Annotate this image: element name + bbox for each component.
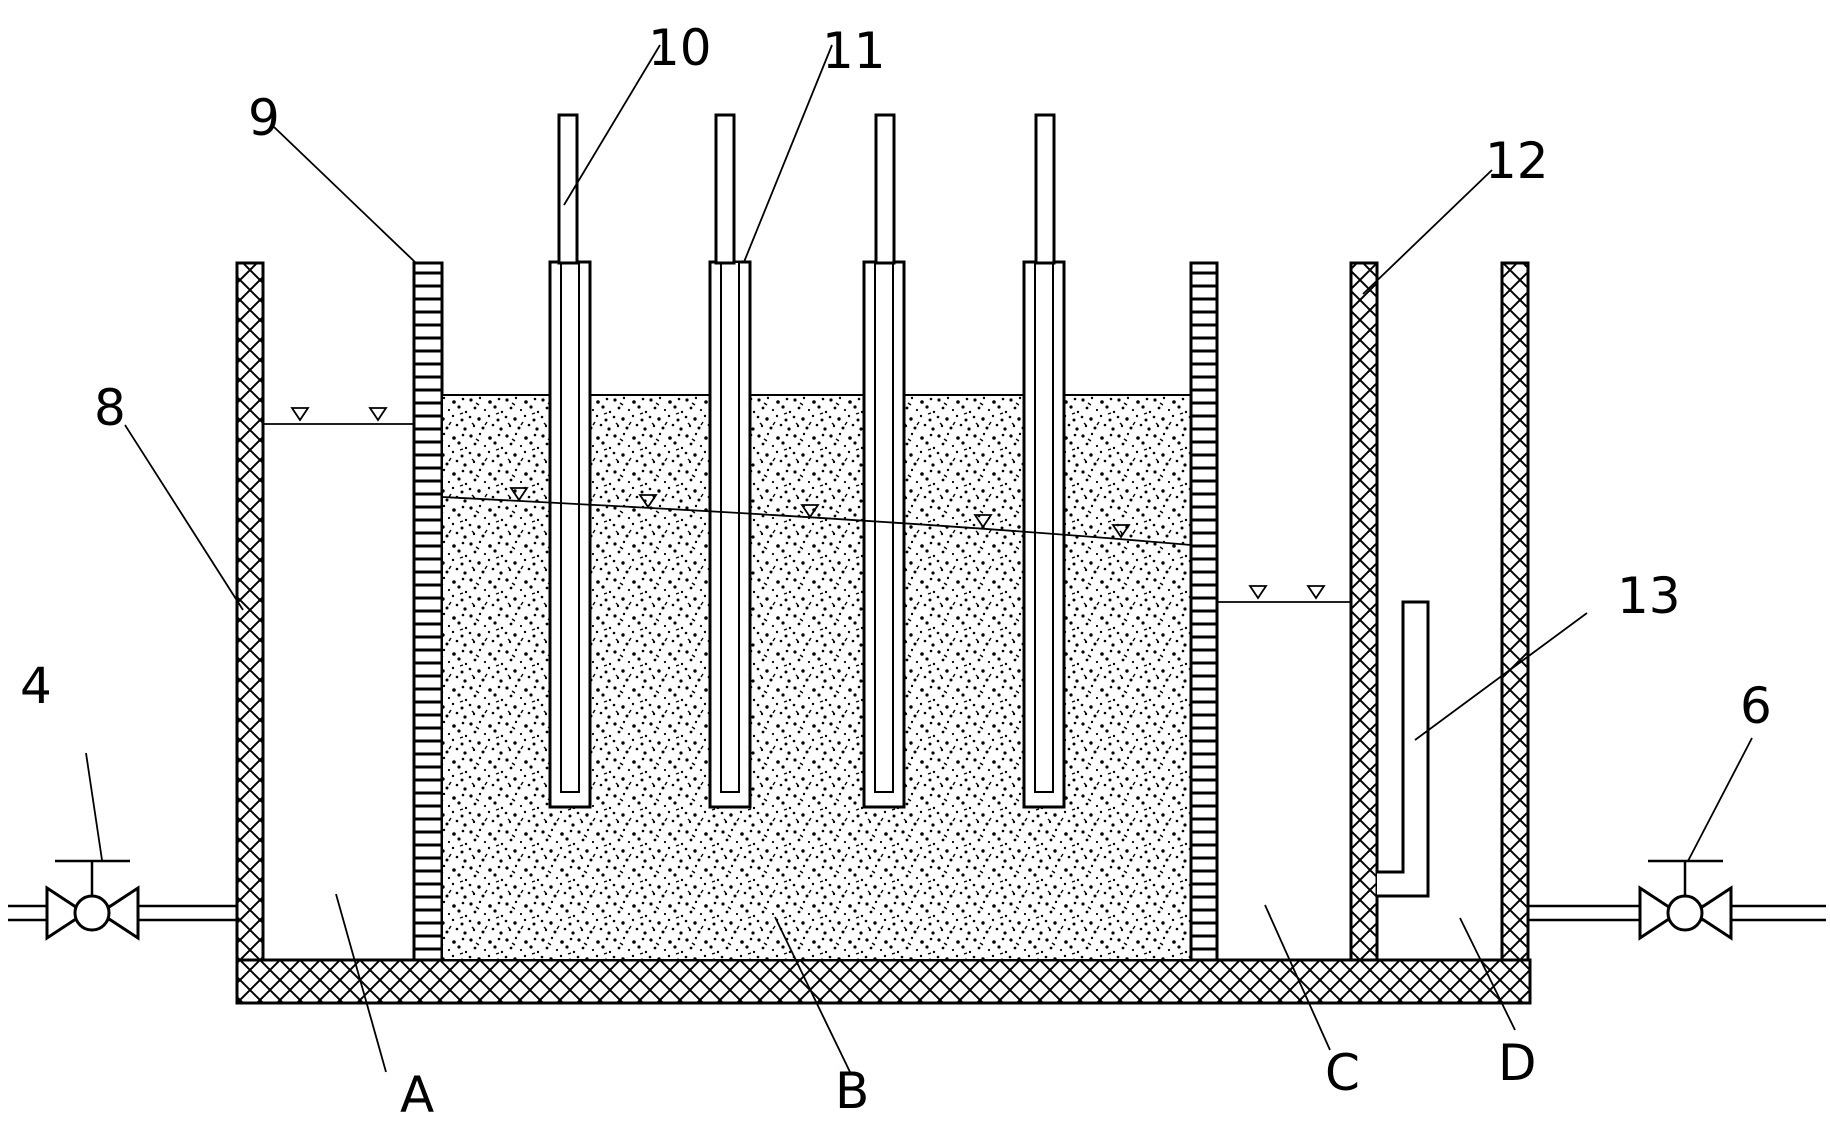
inlet-valve-4 <box>45 859 140 941</box>
zone-b-label: B <box>835 1062 869 1120</box>
electrode-3 <box>862 113 906 809</box>
electrode-1 <box>548 113 592 809</box>
callout-13: 13 <box>1617 567 1681 625</box>
right-outer-wall <box>1500 261 1530 962</box>
callout-6: 6 <box>1740 677 1772 735</box>
callout-10: 10 <box>648 19 712 77</box>
left-outer-wall <box>235 261 265 962</box>
callout-8: 8 <box>94 379 126 437</box>
partition-12 <box>1349 261 1379 962</box>
callout-4: 4 <box>20 657 52 715</box>
water-level-marker <box>290 407 388 422</box>
electrodes <box>548 113 1066 809</box>
callout-labels: 4 6 8 9 10 11 12 13 <box>20 19 1772 735</box>
callout-9: 9 <box>248 89 280 147</box>
electrode-4 <box>1022 113 1066 809</box>
leader-lines <box>85 44 1753 1073</box>
inlet-assembly <box>8 859 237 941</box>
partition-9 <box>412 261 444 962</box>
zone-d-label: D <box>1498 1034 1537 1092</box>
callout-11: 11 <box>822 22 886 80</box>
overflow-pipe-13 <box>1377 600 1430 898</box>
zone-a-label: A <box>400 1066 434 1124</box>
zone-c-label: C <box>1325 1044 1360 1102</box>
zone-labels: A B C D <box>400 1034 1537 1124</box>
base-slab <box>235 958 1532 1005</box>
water-levels <box>263 407 1351 603</box>
water-level-marker <box>509 487 1131 539</box>
outlet-valve-6 <box>1638 859 1733 941</box>
electrode-2 <box>708 113 752 809</box>
callout-12: 12 <box>1485 132 1549 190</box>
partition-b-right <box>1189 261 1219 962</box>
outlet-assembly <box>1528 859 1826 941</box>
water-level-marker <box>1248 585 1326 600</box>
